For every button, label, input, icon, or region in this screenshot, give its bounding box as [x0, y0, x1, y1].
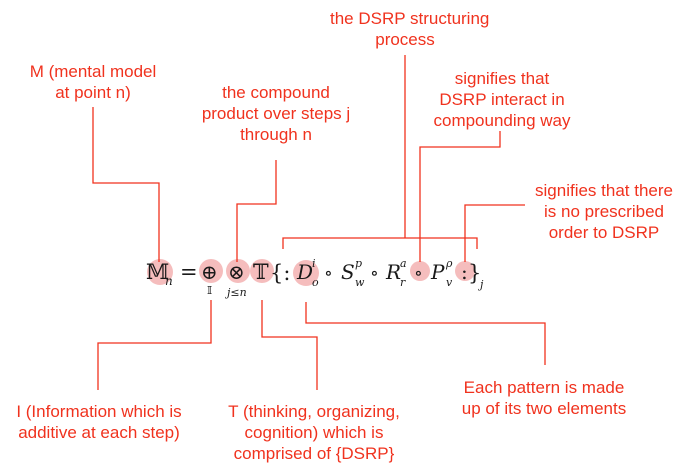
eq-r: R [385, 260, 401, 284]
eq-open: {: [270, 261, 290, 285]
annotation-line: signifies that [454, 69, 550, 88]
annotation-no-order: signifies that there is no prescribed or… [522, 180, 686, 243]
eq-s-sup: p [355, 257, 362, 270]
annotation-line: I (Information which is [16, 402, 182, 421]
eq-m: 𝕄 [146, 260, 169, 284]
highlight-otimes [226, 259, 250, 283]
annotation-information: I (Information which is additive at each… [4, 401, 194, 443]
eq-t: 𝕋 [253, 260, 269, 284]
annotation-line: signifies that there [535, 181, 673, 200]
eq-m-sub: n [165, 274, 173, 288]
equation: 𝕄 n = ⊕ 𝕀 ⊗ j≤n 𝕋 {: D i o ∘ S p w ∘ R a… [146, 257, 484, 299]
leader-mental-model [92, 107, 160, 262]
eq-equals: = [180, 260, 198, 284]
annotation-line: comprised of {DSRP} [233, 444, 395, 463]
annotation-mental-model: M (mental model at point n) [18, 61, 168, 103]
annotation-line: additive at each step) [18, 423, 180, 442]
annotation-line: process [375, 30, 435, 49]
eq-oplus: ⊕ [201, 260, 218, 284]
annotation-line: compounding way [433, 111, 571, 130]
eq-close: } [468, 261, 481, 285]
annotation-line: the DSRP structuring [330, 9, 490, 28]
eq-d-sup: i [312, 257, 316, 270]
eq-p-sup: ρ [445, 257, 453, 270]
eq-d: D [296, 260, 313, 284]
leader-thinking [261, 300, 318, 390]
annotation-thinking: T (thinking, organizing, cognition) whic… [222, 401, 406, 464]
leader-lines [92, 55, 546, 390]
annotation-line: T (thinking, organizing, [228, 402, 400, 421]
annotation-line: Each pattern is made [463, 378, 625, 397]
eq-colon: : [461, 260, 468, 284]
highlight-circles [147, 259, 475, 286]
eq-r-sup: a [400, 257, 407, 270]
leader-compound-product [236, 160, 277, 262]
annotation-line: M (mental model [29, 62, 157, 81]
annotation-line: cognition) which is [244, 423, 384, 442]
eq-p-sub: v [446, 276, 453, 289]
highlight-interact [410, 261, 430, 281]
annotation-line: DSRP interact in [439, 90, 565, 109]
eq-p: P [430, 260, 445, 284]
eq-s-sub: w [355, 276, 365, 289]
leader-interact [419, 131, 501, 262]
eq-close-sub: j [477, 278, 484, 291]
leader-information [97, 300, 212, 390]
eq-comp3: ∘ [414, 263, 423, 284]
leader-no-order [464, 204, 525, 262]
highlight-distinction [293, 260, 319, 286]
eq-comp1: ∘ [324, 263, 333, 284]
highlight-no-order [455, 261, 475, 281]
annotation-line: the compound [222, 83, 330, 102]
eq-r-sub: r [400, 276, 406, 289]
highlight-thinking [250, 259, 274, 283]
annotation-line: product over steps j [201, 104, 351, 123]
annotation-compound-product: the compound product over steps j throug… [191, 82, 361, 145]
annotation-dsrp-process: the DSRP structuring process [330, 8, 490, 50]
annotation-line: at point n) [55, 83, 131, 102]
highlight-mental-model [147, 259, 173, 285]
annotation-line: is no prescribed [543, 202, 664, 221]
leader-pattern [305, 302, 546, 365]
annotation-line: through n [240, 125, 312, 144]
annotation-pattern: Each pattern is made up of its two eleme… [444, 377, 644, 419]
annotation-line: up of its two elements [461, 399, 627, 418]
annotation-interact: signifies that DSRP interact in compound… [432, 68, 572, 131]
eq-otimes: ⊗ [228, 260, 245, 284]
eq-s: S [341, 260, 355, 284]
eq-otimes-sub: j≤n [224, 286, 247, 299]
eq-oplus-sub: 𝕀 [207, 284, 212, 297]
annotation-line: order to DSRP [548, 223, 660, 242]
eq-d-sub: o [312, 276, 319, 289]
dsrp-bracket [282, 237, 478, 249]
eq-comp2: ∘ [370, 263, 379, 284]
highlight-oplus [199, 259, 223, 283]
